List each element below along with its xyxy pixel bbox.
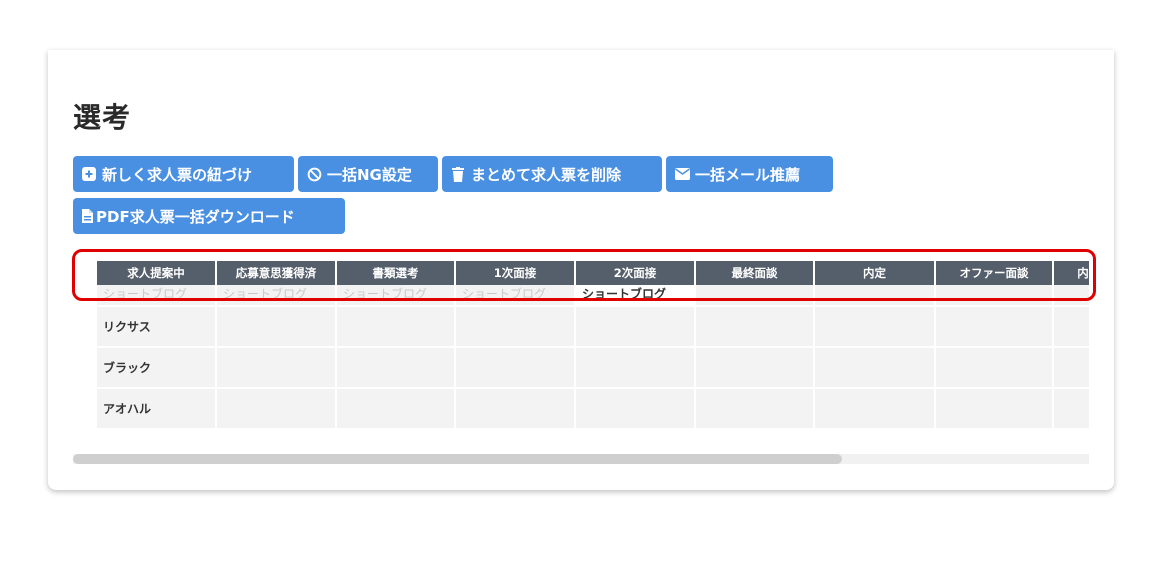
bulk-mail-button[interactable]: 一括メール推薦 (666, 156, 833, 192)
table-cell: ブラック (97, 348, 217, 389)
column-header: 求人提案中 (97, 261, 217, 285)
pdf-download-button[interactable]: PDF求人票一括ダウンロード (73, 198, 345, 234)
envelope-icon (674, 166, 690, 182)
table-cell (1054, 307, 1089, 348)
table-cell (456, 348, 576, 389)
table-cell (696, 285, 815, 307)
column-header: 応募意思獲得済 (217, 261, 337, 285)
table-row: アオハル (97, 389, 1089, 430)
column-header: 書類選考 (337, 261, 456, 285)
column-header: 内定 (815, 261, 936, 285)
table-cell: ショートブログ (337, 285, 456, 307)
table-cell (456, 389, 576, 430)
table-cell (217, 307, 337, 348)
link-job-button[interactable]: 新しく求人票の紐づけ (73, 156, 294, 192)
table-cell (576, 389, 696, 430)
column-header: 内 (1054, 261, 1089, 285)
column-header: 1次面接 (456, 261, 576, 285)
table-cell (815, 348, 936, 389)
pdf-download-label: PDF求人票一括ダウンロード (96, 207, 295, 226)
table-cell: ショートブログ (456, 285, 576, 307)
table-cell (696, 307, 815, 348)
table-cell: ショートブログ (217, 285, 337, 307)
table-cell: リクサス (97, 307, 217, 348)
plus-square-icon (81, 166, 97, 182)
table-cell: ショートブログ (576, 285, 696, 307)
table-cell (1054, 285, 1089, 307)
table-cell (576, 348, 696, 389)
table-row: ブラック (97, 348, 1089, 389)
table-cell: アオハル (97, 389, 217, 430)
table-cell (815, 307, 936, 348)
bulk-delete-button[interactable]: まとめて求人票を削除 (442, 156, 662, 192)
column-header: 最終面談 (696, 261, 815, 285)
table-cell (696, 348, 815, 389)
bulk-ng-button[interactable]: 一括NG設定 (298, 156, 438, 192)
table-cell (337, 307, 456, 348)
table-cell (217, 348, 337, 389)
table-cell (696, 389, 815, 430)
ban-icon (306, 166, 322, 182)
section-title: 選考 (73, 101, 132, 134)
table-header-row: 求人提案中 応募意思獲得済 書類選考 1次面接 2次面接 最終面談 内定 オファ… (97, 261, 1089, 285)
horizontal-scrollbar[interactable] (73, 454, 1089, 464)
table-cell (936, 348, 1054, 389)
column-header: 2次面接 (576, 261, 696, 285)
link-job-label: 新しく求人票の紐づけ (102, 165, 253, 184)
selection-table: 求人提案中 応募意思獲得済 書類選考 1次面接 2次面接 最終面談 内定 オファ… (97, 261, 1089, 465)
table-cell: ショートブログ (97, 285, 217, 307)
bulk-delete-label: まとめて求人票を削除 (471, 165, 622, 184)
column-header: オファー面談 (936, 261, 1054, 285)
table-row: リクサス (97, 307, 1089, 348)
table-cell (815, 285, 936, 307)
table-cell (936, 389, 1054, 430)
table-cell (576, 307, 696, 348)
table-row: ショートブログ ショートブログ ショートブログ ショートブログ ショートブログ (97, 285, 1089, 307)
table-cell (936, 307, 1054, 348)
table-cell (1054, 389, 1089, 430)
highlight-box (72, 249, 1096, 301)
table-cell (456, 307, 576, 348)
table-cell (337, 348, 456, 389)
table-cell (815, 389, 936, 430)
table-cell (337, 389, 456, 430)
bulk-ng-label: 一括NG設定 (327, 165, 412, 184)
table-cell (217, 389, 337, 430)
table-cell (936, 285, 1054, 307)
selection-card: 選考 新しく求人票の紐づけ 一括NG設定 まとめて求人票を削除 一括メール推薦 … (48, 50, 1114, 490)
trash-icon (450, 166, 466, 182)
bulk-mail-label: 一括メール推薦 (695, 165, 801, 184)
table-cell (1054, 348, 1089, 389)
file-pdf-icon (81, 208, 93, 224)
scrollbar-thumb[interactable] (73, 454, 842, 464)
